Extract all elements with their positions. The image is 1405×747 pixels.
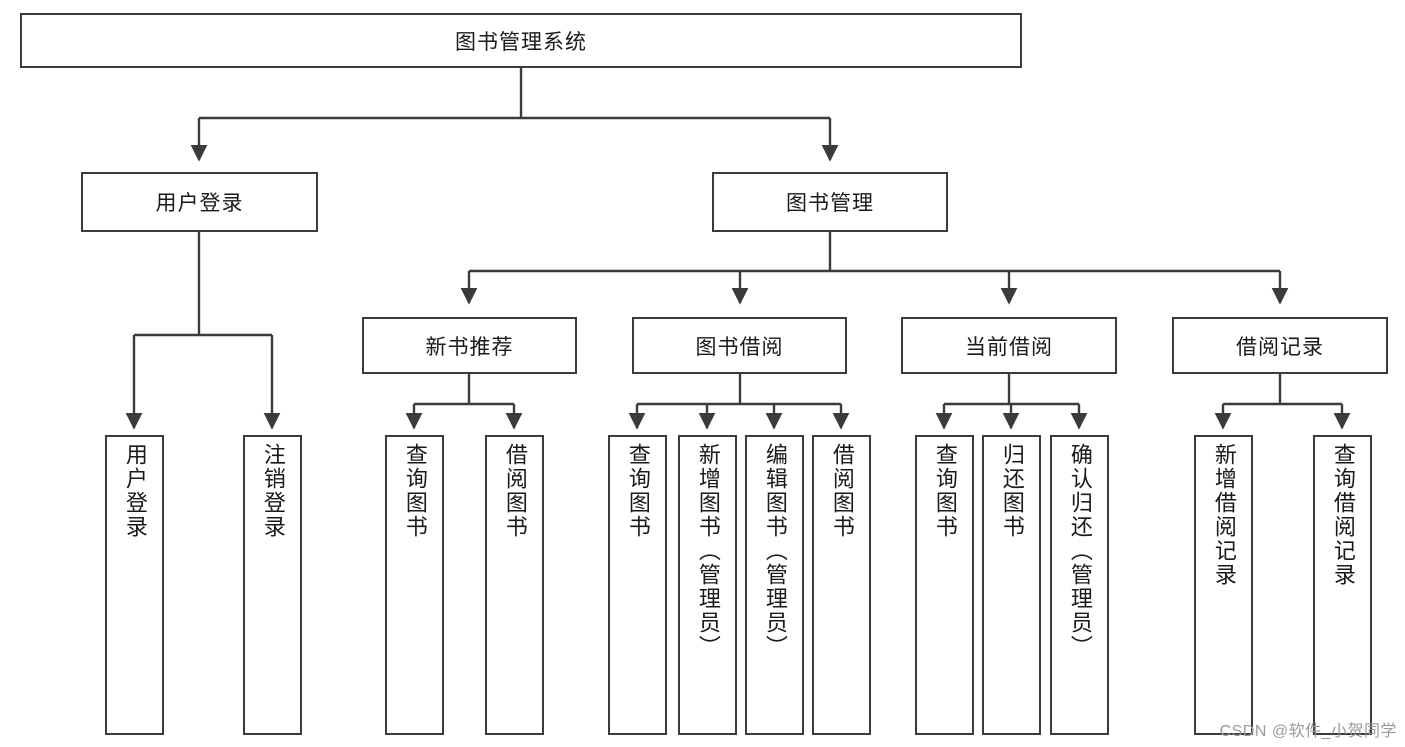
csdn-watermark: CSDN @软件_小贺同学 — [1219, 723, 1397, 740]
node-new-book-recommend-label: 新书推荐 — [425, 335, 514, 359]
node-user-login-label: 用户登录 — [155, 192, 244, 215]
leaf-query-book-2[interactable]: 查询图书 — [608, 435, 667, 735]
leaf-borrow-book-1[interactable]: 借阅图书 — [485, 435, 544, 735]
leaf-user-login-label: 用户登录 — [122, 443, 148, 539]
node-borrow-record[interactable]: 借阅记录 — [1172, 317, 1388, 374]
node-book-manage-label: 图书管理 — [786, 192, 874, 215]
node-book-borrow[interactable]: 图书借阅 — [632, 317, 847, 374]
leaf-user-login[interactable]: 用户登录 — [105, 435, 164, 735]
leaf-confirm-return[interactable]: 确认归还（管理员） — [1050, 435, 1109, 735]
node-book-borrow-label: 图书借阅 — [695, 335, 784, 359]
leaf-query-book-1[interactable]: 查询图书 — [385, 435, 444, 735]
leaf-query-book-3[interactable]: 查询图书 — [915, 435, 974, 735]
leaf-confirm-return-label: 确认归还（管理员） — [1067, 443, 1093, 659]
leaf-edit-book-label: 编辑图书（管理员） — [762, 443, 788, 659]
node-root[interactable]: 图书管理系统 — [20, 13, 1022, 68]
leaf-return-book[interactable]: 归还图书 — [982, 435, 1041, 735]
leaf-query-book-2-label: 查询图书 — [625, 443, 651, 539]
node-book-manage[interactable]: 图书管理 — [712, 172, 948, 232]
leaf-edit-book[interactable]: 编辑图书（管理员） — [745, 435, 804, 735]
leaf-return-book-label: 归还图书 — [999, 443, 1025, 539]
leaf-borrow-book-2[interactable]: 借阅图书 — [812, 435, 871, 735]
leaf-add-record[interactable]: 新增借阅记录 — [1194, 435, 1253, 735]
leaf-query-book-1-label: 查询图书 — [402, 443, 428, 539]
leaf-add-record-label: 新增借阅记录 — [1211, 443, 1237, 587]
leaf-logout-login-label: 注销登录 — [260, 443, 286, 539]
node-new-book-recommend[interactable]: 新书推荐 — [362, 317, 577, 374]
node-borrow-record-label: 借阅记录 — [1236, 335, 1324, 359]
node-current-borrow[interactable]: 当前借阅 — [901, 317, 1117, 374]
leaf-query-book-3-label: 查询图书 — [932, 443, 958, 539]
leaf-query-record[interactable]: 查询借阅记录 — [1313, 435, 1372, 735]
leaf-add-book[interactable]: 新增图书（管理员） — [678, 435, 737, 735]
leaf-query-record-label: 查询借阅记录 — [1330, 443, 1356, 587]
node-user-login[interactable]: 用户登录 — [81, 172, 318, 232]
leaf-borrow-book-1-label: 借阅图书 — [502, 443, 528, 539]
node-current-borrow-label: 当前借阅 — [965, 335, 1053, 359]
leaf-borrow-book-2-label: 借阅图书 — [829, 443, 855, 539]
leaf-add-book-label: 新增图书（管理员） — [695, 443, 721, 659]
node-root-label: 图书管理系统 — [455, 30, 587, 54]
leaf-logout-login[interactable]: 注销登录 — [243, 435, 302, 735]
